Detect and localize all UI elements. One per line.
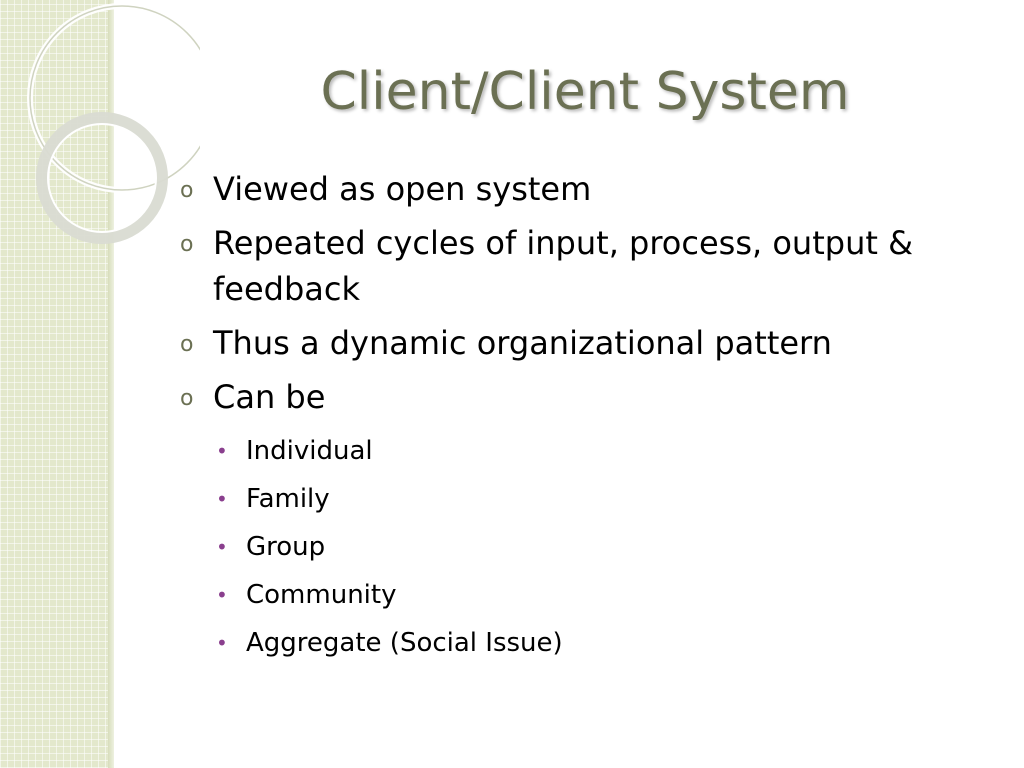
decorative-rings-icon — [27, 3, 200, 244]
slide-title: Client/Client System — [320, 62, 850, 122]
circle-bullet-icon: o — [180, 386, 194, 411]
sub-bullet-text: Aggregate (Social Issue) — [246, 628, 563, 658]
sub-bullet-text: Individual — [246, 436, 373, 466]
bullet-list: o Viewed as open system o Repeated cycle… — [180, 166, 980, 428]
list-item: • Aggregate (Social Issue) — [183, 624, 983, 662]
dot-bullet-icon: • — [216, 631, 228, 655]
sub-bullet-text: Community — [246, 580, 397, 610]
side-pattern-band — [0, 0, 113, 768]
list-item: o Thus a dynamic organizational pattern — [180, 320, 980, 366]
list-item: o Repeated cycles of input, process, out… — [180, 220, 980, 312]
dot-bullet-icon: • — [216, 583, 228, 607]
bullet-text: Repeated cycles of input, process, outpu… — [213, 224, 914, 308]
bullet-text: Can be — [213, 378, 326, 416]
sub-bullet-list: • Individual • Family • Group • Communit… — [183, 432, 983, 672]
dot-bullet-icon: • — [216, 535, 228, 559]
list-item: • Family — [183, 480, 983, 518]
list-item: o Can be — [180, 374, 980, 420]
dot-bullet-icon: • — [216, 439, 228, 463]
bullet-text: Thus a dynamic organizational pattern — [213, 324, 832, 362]
circle-bullet-icon: o — [180, 232, 194, 257]
bullet-text: Viewed as open system — [213, 170, 592, 208]
circle-bullet-icon: o — [180, 178, 194, 203]
list-item: o Viewed as open system — [180, 166, 980, 212]
circle-bullet-icon: o — [180, 332, 194, 357]
sub-bullet-text: Family — [246, 484, 330, 514]
side-band-edge — [108, 0, 114, 768]
list-item: • Group — [183, 528, 983, 566]
dot-bullet-icon: • — [216, 487, 228, 511]
sub-bullet-text: Group — [246, 532, 326, 562]
list-item: • Community — [183, 576, 983, 614]
list-item: • Individual — [183, 432, 983, 470]
